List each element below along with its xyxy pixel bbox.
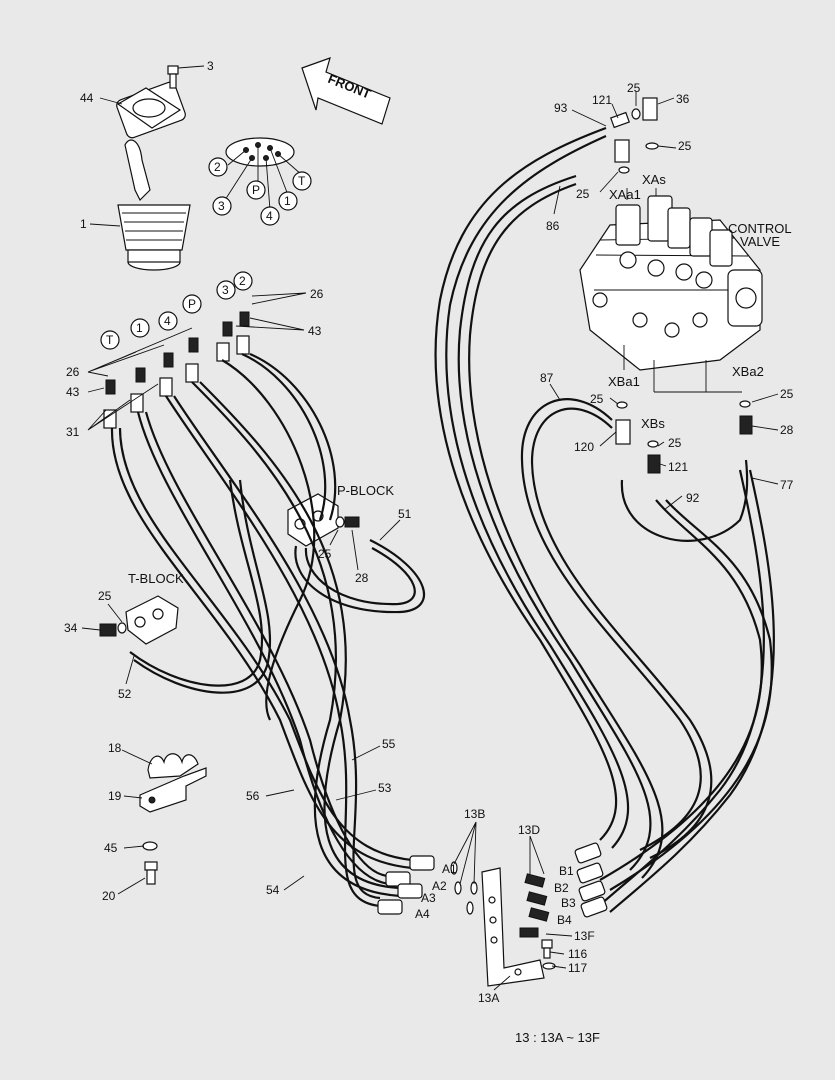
callout: 93 — [554, 101, 568, 115]
bolt-20 — [144, 861, 158, 885]
port-label: 3 — [222, 283, 229, 297]
port-A2: A2 — [432, 879, 447, 893]
control-valve-label-line2: VALVE — [740, 234, 780, 249]
callout: 1 — [80, 217, 87, 231]
port-label: 4 — [164, 314, 171, 328]
front-arrow: FRONT — [301, 57, 391, 125]
callout: 54 — [266, 883, 280, 897]
callout: 25 — [318, 547, 332, 561]
port-A3: A3 — [421, 891, 436, 905]
callout: 121 — [668, 460, 688, 474]
callout: 20 — [102, 889, 116, 903]
callout: 25 — [576, 187, 590, 201]
valve-port-labels: XAs XAa1 XBa1 XBa2 XBs — [608, 172, 764, 431]
callout: 25 — [678, 139, 692, 153]
callout: 28 — [780, 423, 794, 437]
t-block: T-BLOCK — [99, 571, 184, 645]
callout: 45 — [104, 841, 118, 855]
callout: 36 — [676, 92, 690, 106]
callout: 13F — [574, 929, 595, 943]
port-B2: B2 — [554, 881, 569, 895]
port-label: 2 — [239, 274, 246, 288]
callout: 25 — [668, 436, 682, 450]
joystick-port-circles: T 1 4 P 3 2 — [100, 271, 253, 350]
port-label: P — [252, 183, 260, 197]
joystick-fittings — [103, 311, 250, 429]
callout: 3 — [207, 59, 214, 73]
mounting-bolt — [167, 65, 179, 89]
bracket-port-labels: A1 A2 A3 A4 B1 B2 B3 B4 — [415, 862, 576, 927]
control-valve — [579, 195, 763, 371]
joystick-port-plate — [224, 137, 303, 211]
port-label: 4 — [266, 209, 273, 223]
p-block: P-BLOCK — [287, 483, 394, 547]
callout: 87 — [540, 371, 554, 385]
port-B1: B1 — [559, 864, 574, 878]
port-XBa2: XBa2 — [732, 364, 764, 379]
callout: 18 — [108, 741, 122, 755]
callout: 43 — [308, 324, 322, 338]
t-block-label: T-BLOCK — [128, 571, 184, 586]
callout: 43 — [66, 385, 80, 399]
callout: 55 — [382, 737, 396, 751]
callout: 56 — [246, 789, 260, 803]
control-valve-label: CONTROL VALVE — [728, 221, 792, 249]
port-B3: B3 — [561, 896, 576, 910]
p-block-label: P-BLOCK — [337, 483, 394, 498]
port-A1: A1 — [442, 862, 457, 876]
callout: 52 — [118, 687, 132, 701]
callout: 117 — [568, 961, 587, 975]
callout: 28 — [355, 571, 369, 585]
joystick-port-labels: 2 3 P 4 1 T — [208, 157, 312, 226]
leader-lines — [81, 65, 779, 991]
clamp-18 — [147, 753, 199, 779]
callout: 25 — [627, 81, 641, 95]
port-label: 1 — [284, 194, 291, 208]
port-XBa1: XBa1 — [608, 374, 640, 389]
callout: 51 — [398, 507, 412, 521]
port-XAa1: XAa1 — [609, 187, 641, 202]
callout: 31 — [66, 425, 80, 439]
bracket-hose-ends — [377, 842, 608, 918]
port-label: 1 — [136, 321, 143, 335]
boot-gasket — [116, 87, 182, 129]
port-label: 3 — [218, 199, 225, 213]
callout: 25 — [780, 387, 794, 401]
callout: 120 — [574, 440, 594, 454]
callout: 26 — [310, 287, 324, 301]
callout: 19 — [108, 789, 122, 803]
bracket-13a — [450, 861, 556, 987]
footnote: 13 : 13A ~ 13F — [515, 1030, 600, 1045]
control-valve-label-line1: CONTROL — [728, 221, 792, 236]
callout: 77 — [780, 478, 794, 492]
callout: 86 — [546, 219, 560, 233]
callout: 53 — [378, 781, 392, 795]
port-XBs: XBs — [641, 416, 665, 431]
port-B4: B4 — [557, 913, 572, 927]
callout: 25 — [98, 589, 112, 603]
callout: 92 — [686, 491, 700, 505]
port-label: P — [188, 297, 196, 311]
callout: 34 — [64, 621, 78, 635]
port-label: 2 — [214, 160, 221, 174]
bracket-19 — [139, 767, 207, 813]
callout: 25 — [590, 392, 604, 406]
washer-45 — [142, 841, 158, 851]
port-label: T — [298, 174, 306, 188]
port-XAs: XAs — [642, 172, 666, 187]
callout: 44 — [80, 91, 94, 105]
port-label: T — [106, 333, 114, 347]
callout: 26 — [66, 365, 80, 379]
callout: 13A — [478, 991, 499, 1005]
port-A4: A4 — [415, 907, 430, 921]
callout: 116 — [568, 947, 587, 961]
callout: 13B — [464, 807, 485, 821]
hoses — [110, 126, 775, 913]
callouts: 3 44 1 26 43 26 43 31 93 121 25 36 25 25… — [64, 59, 794, 1005]
callout: 13D — [518, 823, 540, 837]
callout: 121 — [592, 93, 612, 107]
